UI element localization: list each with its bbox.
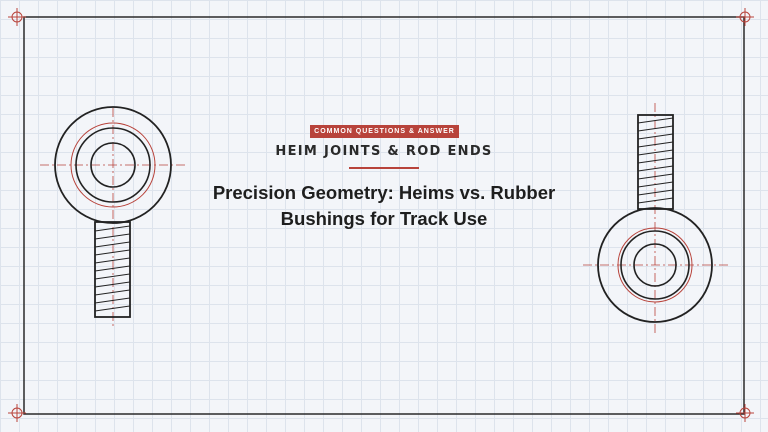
thread-line [637, 173, 674, 180]
category-label: HEIM JOINTS & ROD ENDS [275, 144, 493, 159]
rod-end-left-icon [40, 106, 186, 327]
page-title-line-2: Bushings for Track Use [280, 208, 488, 229]
thread-line [94, 289, 131, 296]
thread-line [637, 197, 674, 204]
thread-line [637, 133, 674, 140]
thread-line [637, 157, 674, 164]
thread-line [94, 249, 131, 256]
page-title: Precision Geometry: Heims vs. Rubber Bus… [160, 180, 608, 232]
corner-mark-bottom-right-icon [736, 404, 754, 422]
thread-line [637, 181, 674, 188]
thread-line [94, 225, 131, 232]
thread-line [94, 233, 131, 240]
thread-line [637, 141, 674, 148]
thread-line [94, 241, 131, 248]
thread-line [637, 149, 674, 156]
thread-line [94, 305, 131, 312]
title-divider [349, 167, 419, 169]
page-title-line-1: Precision Geometry: Heims vs. Rubber [212, 182, 556, 203]
thread-line [637, 117, 674, 124]
thread-line [637, 189, 674, 196]
corner-mark-top-left-icon [8, 8, 26, 26]
corner-mark-bottom-left-icon [8, 404, 26, 422]
thread-line [637, 125, 674, 132]
thread-line [94, 257, 131, 264]
thread-line [94, 281, 131, 288]
thread-line [94, 265, 131, 272]
thread-line [94, 273, 131, 280]
thread-line [94, 297, 131, 304]
thread-line [637, 165, 674, 172]
section-tag: COMMON QUESTIONS & ANSWER [310, 125, 459, 138]
drawing-frame [23, 16, 745, 415]
corner-mark-top-right-icon [736, 8, 754, 26]
rod-end-right-icon [583, 103, 728, 335]
